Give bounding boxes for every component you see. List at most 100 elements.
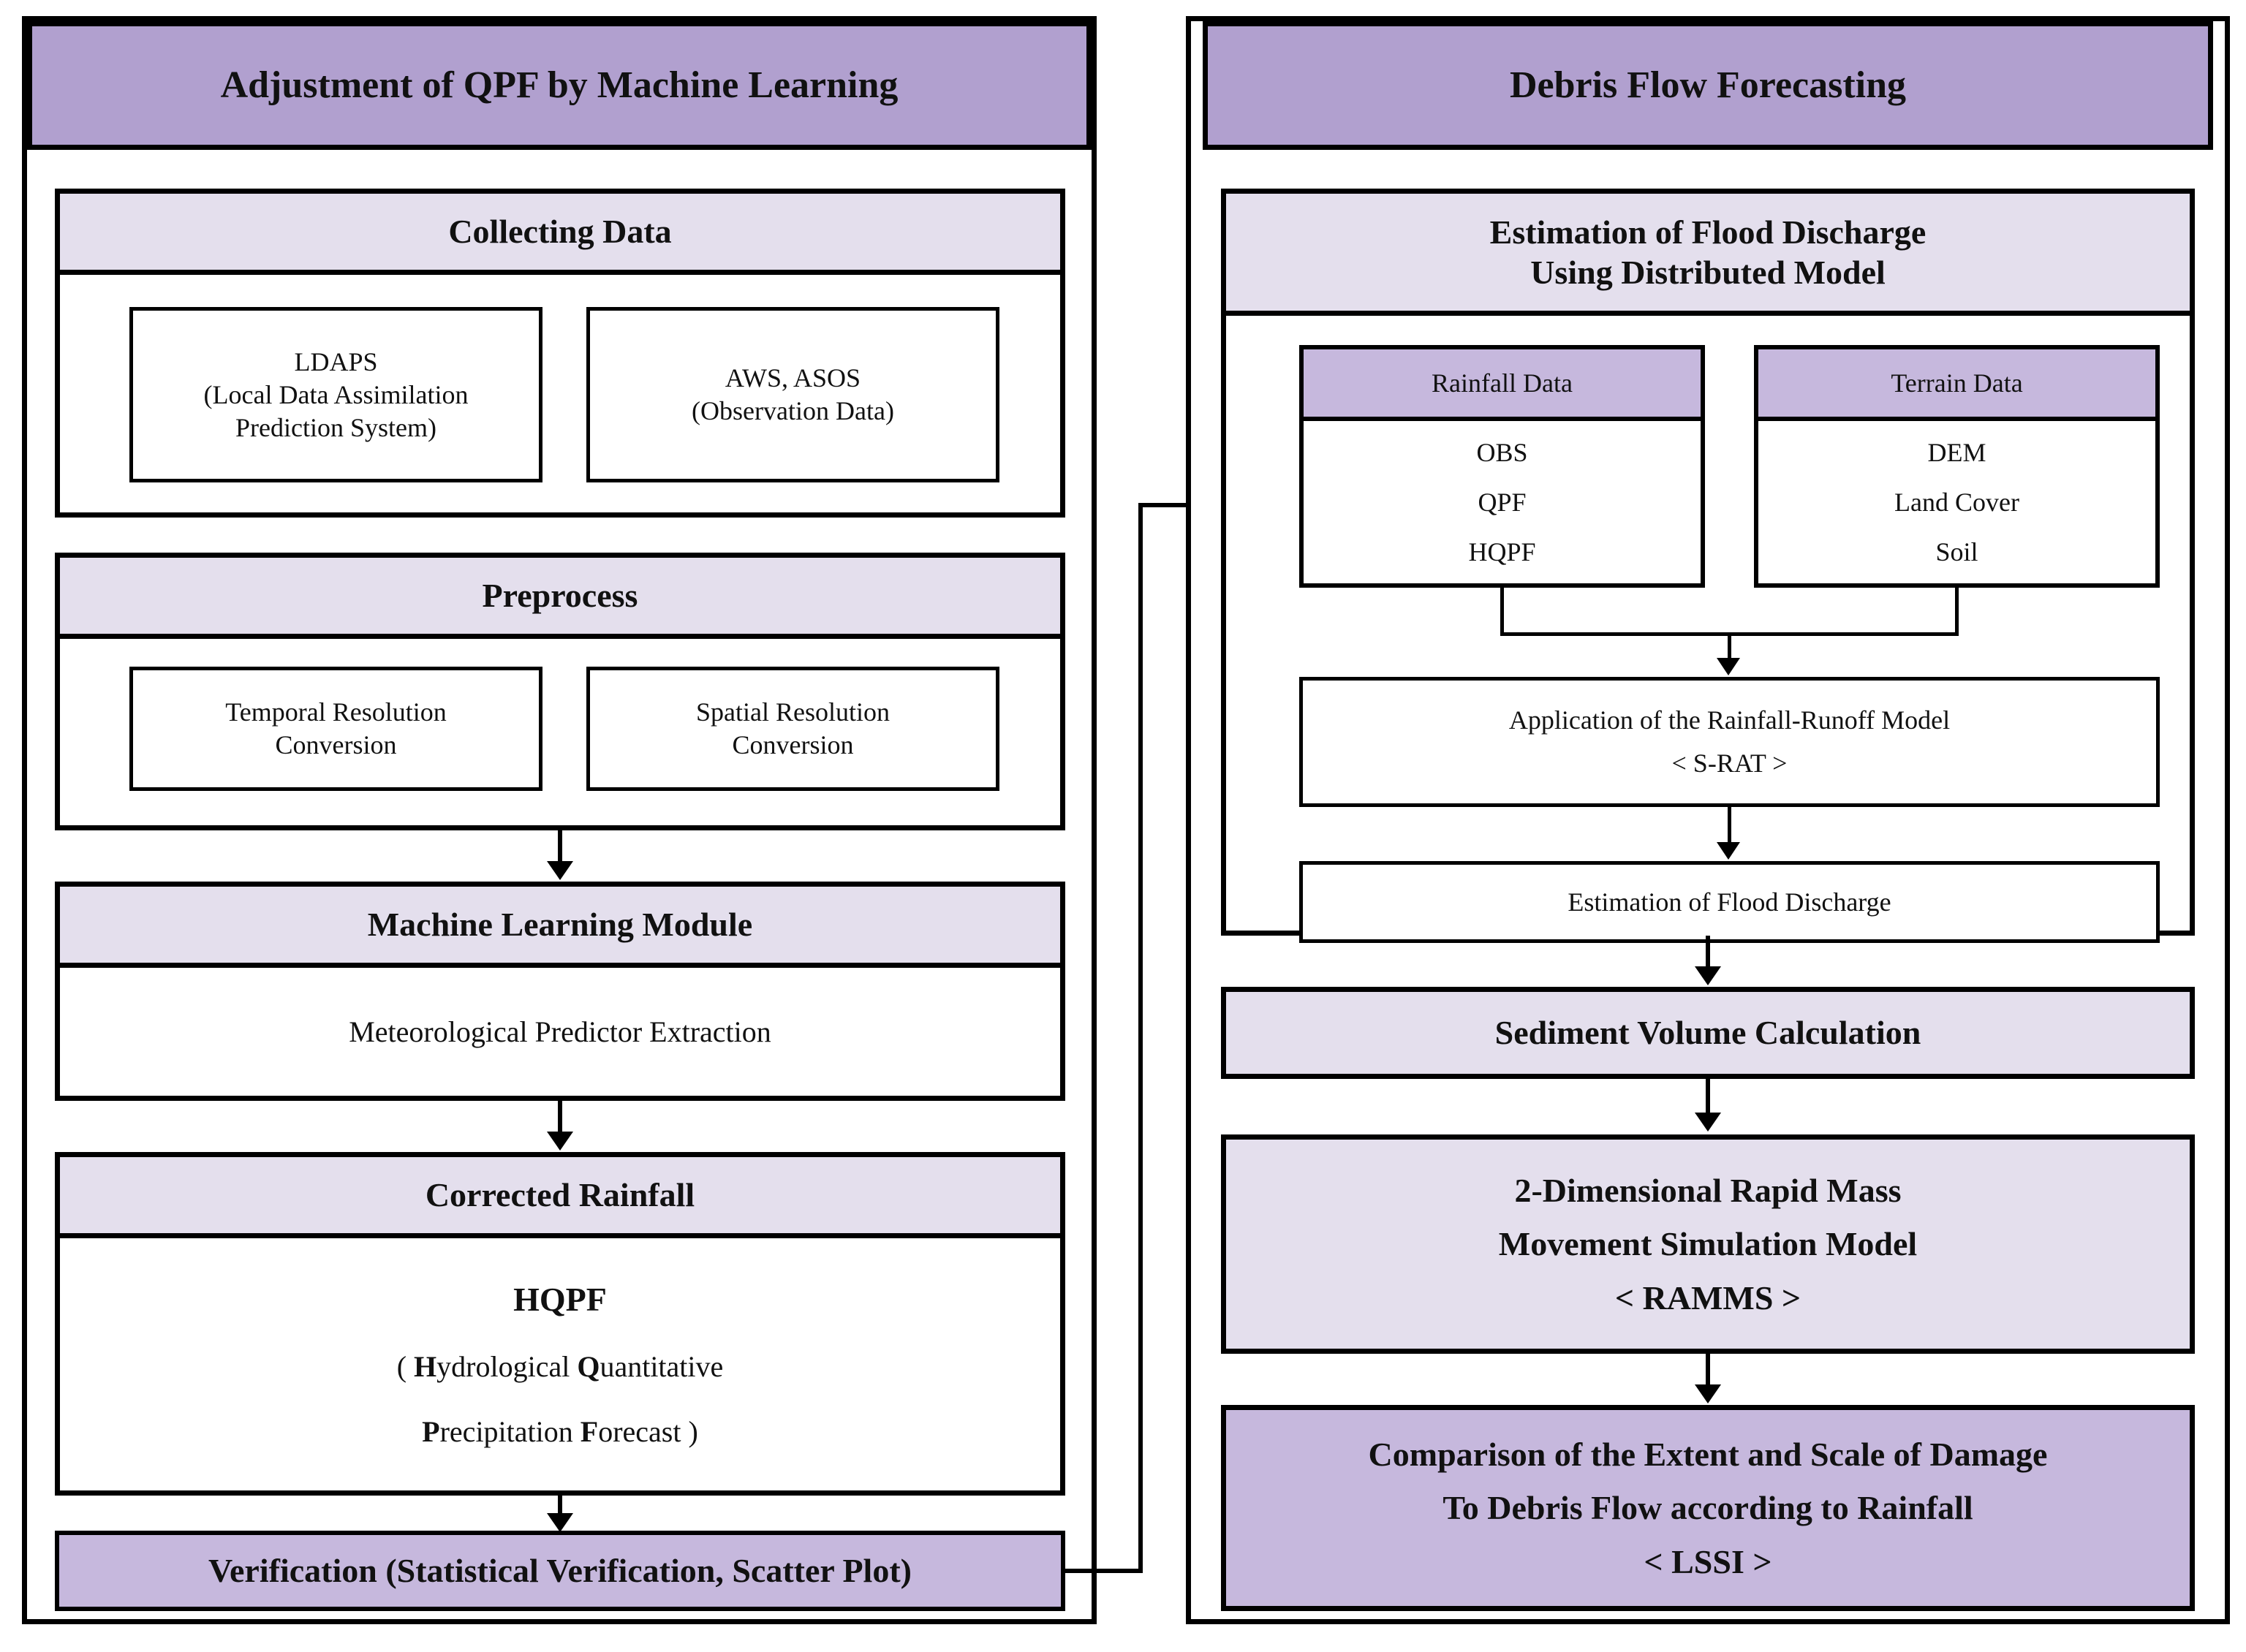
hqpf-letter-q: Q [577,1350,600,1383]
hqpf-word-precipitation: recipitation [439,1415,581,1448]
runoff-model-line1: Application of the Rainfall-Runoff Model [1508,705,1951,735]
terrain-item-soil: Soil [1935,537,1978,567]
ramms-line1: 2-Dimensional Rapid Mass [1514,1171,1902,1209]
ramms-line2: Movement Simulation Model [1498,1225,1918,1263]
machine-learning-body: Meteorological Predictor Extraction [60,968,1060,1096]
aws-asos-line2: (Observation Data) [692,396,894,425]
arrow-preprocess-to-ml-line [558,830,562,865]
hqpf-paren-open: ( [396,1350,415,1383]
estimation-flood-discharge-label: Estimation of Flood Discharge [1568,887,1891,917]
terrain-item-land-cover: Land Cover [1894,488,2019,517]
merge-arrowhead [1717,658,1740,675]
right-panel-header-label: Debris Flow Forecasting [1509,64,1907,107]
rainfall-data-header-label: Rainfall Data [1432,368,1573,398]
flood-discharge-group: Estimation of Flood Discharge Using Dist… [1221,189,2195,943]
hqpf-expansion-line2: Precipitation Forecast ) [422,1414,698,1449]
merge-line-center-down [1728,632,1731,663]
terrain-data-header: Terrain Data [1758,349,2155,421]
hqpf-stack: HQPF ( Hydrological Quantitative Precipi… [397,1280,724,1449]
lssi-box: Comparison of the Extent and Scale of Da… [1221,1405,2195,1611]
merge-line-rainfall-down [1500,588,1504,636]
arrow-ml-to-corrected-line [558,1101,562,1136]
preprocess-group: Preprocess Temporal Resolution Conversio… [55,553,1065,830]
collecting-data-group: Collecting Data LDAPS (Local Data Assimi… [55,189,1065,518]
collecting-data-title: Collecting Data [60,194,1060,275]
arrow-ramms-to-lssi-head [1695,1384,1721,1403]
rainfall-item-obs: OBS [1476,438,1528,467]
flood-discharge-title-line1: Estimation of Flood Discharge [1489,213,1927,251]
hqpf-expansion-line1: ( Hydrological Quantitative [397,1349,724,1384]
temporal-line2: Conversion [275,730,397,759]
arrow-ramms-to-lssi-line [1706,1354,1710,1389]
arrow-ml-to-corrected-head [547,1132,573,1151]
preprocess-body: Temporal Resolution Conversion Spatial R… [60,639,1060,825]
machine-learning-body-label: Meteorological Predictor Extraction [349,1015,771,1048]
rainfall-data-items: OBS QPF HQPF [1304,421,1701,583]
merge-line-terrain-down [1955,588,1959,636]
preprocess-title-label: Preprocess [482,577,638,615]
temporal-resolution-box: Temporal Resolution Conversion [129,667,542,791]
corrected-rainfall-group: Corrected Rainfall HQPF ( Hydrological Q… [55,1152,1065,1496]
machine-learning-title-label: Machine Learning Module [367,906,753,944]
machine-learning-group: Machine Learning Module Meteorological P… [55,882,1065,1101]
collecting-data-title-label: Collecting Data [448,213,672,251]
connector-verification-horizontal-out [1062,1569,1143,1573]
lssi-line2: To Debris Flow according to Rainfall [1442,1489,1973,1527]
flood-discharge-title: Estimation of Flood Discharge Using Dist… [1226,194,2190,316]
corrected-rainfall-title-label: Corrected Rainfall [425,1176,695,1214]
left-panel-header: Adjustment of QPF by Machine Learning [27,21,1092,150]
machine-learning-title: Machine Learning Module [60,887,1060,968]
spatial-line2: Conversion [732,730,854,759]
rainfall-data-header: Rainfall Data [1304,349,1701,421]
rainfall-item-hqpf: HQPF [1468,537,1536,567]
estimation-flood-discharge-box: Estimation of Flood Discharge [1299,861,2160,943]
runoff-model-line2: < S-RAT > [1671,749,1788,778]
hqpf-word-hydrological: ydrological [436,1350,578,1383]
lssi-line1: Comparison of the Extent and Scale of Da… [1368,1435,2048,1473]
ldaps-box: LDAPS (Local Data Assimilation Predictio… [129,307,542,482]
aws-asos-line1: AWS, ASOS [725,363,861,393]
ldaps-line2: (Local Data Assimilation [203,379,469,409]
arrow-flood-to-sediment-line [1706,936,1710,971]
temporal-line1: Temporal Resolution [225,697,447,727]
ramms-line3: < RAMMS > [1614,1278,1801,1316]
hqpf-acronym: HQPF [513,1281,607,1318]
preprocess-title: Preprocess [60,558,1060,639]
arrow-flood-to-sediment-head [1695,966,1721,985]
hqpf-word-quantitative: uantitative [600,1350,724,1383]
verification-box: Verification (Statistical Verification, … [55,1531,1065,1611]
verification-label: Verification (Statistical Verification, … [208,1552,912,1590]
arrow-sediment-to-ramms-line [1706,1079,1710,1117]
collecting-data-body: LDAPS (Local Data Assimilation Predictio… [60,275,1060,512]
terrain-data-card: Terrain Data DEM Land Cover Soil [1754,345,2160,588]
aws-asos-box: AWS, ASOS (Observation Data) [586,307,999,482]
arrow-corrected-to-verification-head [547,1513,573,1532]
ldaps-line1: LDAPS [294,346,378,376]
arrow-preprocess-to-ml-head [547,861,573,880]
sediment-volume-label: Sediment Volume Calculation [1494,1014,1921,1052]
flood-discharge-title-line2: Using Distributed Model [1530,254,1886,291]
right-panel-header: Debris Flow Forecasting [1203,21,2213,150]
lssi-line3: < LSSI > [1644,1542,1772,1580]
ldaps-line3: Prediction System) [235,412,436,442]
spatial-resolution-box: Spatial Resolution Conversion [586,667,999,791]
sediment-volume-box: Sediment Volume Calculation [1221,987,2195,1079]
spatial-line1: Spatial Resolution [696,697,890,727]
terrain-item-dem: DEM [1927,438,1986,467]
hqpf-word-forecast: orecast ) [598,1415,698,1448]
corrected-rainfall-title: Corrected Rainfall [60,1157,1060,1238]
hqpf-letter-p: P [422,1415,440,1448]
rainfall-data-card: Rainfall Data OBS QPF HQPF [1299,345,1705,588]
hqpf-letter-f: F [580,1415,599,1448]
flood-discharge-body: Rainfall Data OBS QPF HQPF Terrain Data … [1226,316,2190,943]
hqpf-letter-h: H [414,1350,437,1383]
arrow-runoff-to-estimation-line [1728,807,1731,848]
runoff-model-box: Application of the Rainfall-Runoff Model… [1299,677,2160,807]
terrain-data-header-label: Terrain Data [1891,368,2023,398]
arrow-runoff-to-estimation-head [1717,842,1740,860]
terrain-data-items: DEM Land Cover Soil [1758,421,2155,583]
ramms-box: 2-Dimensional Rapid Mass Movement Simula… [1221,1134,2195,1354]
arrow-corrected-to-verification-line [558,1496,562,1522]
arrow-sediment-to-ramms-head [1695,1113,1721,1132]
